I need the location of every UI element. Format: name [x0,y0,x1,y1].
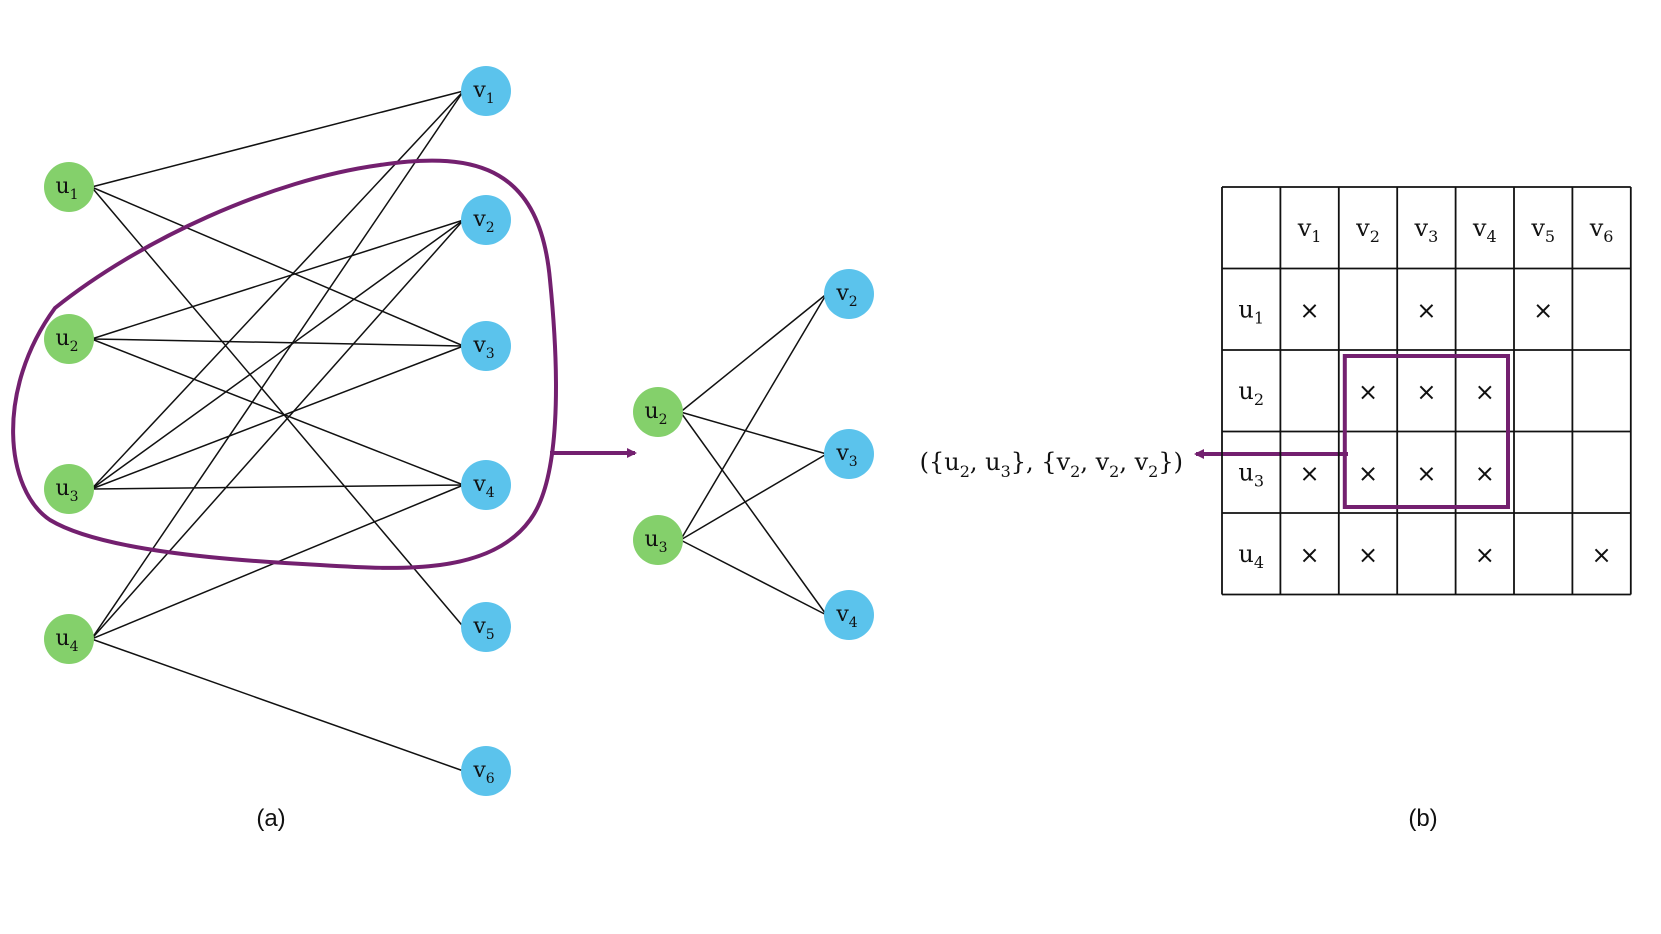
cell-mark: × [1416,296,1436,324]
sub-edge-u2-v4 [679,411,828,616]
biclique-subgraph: u2 u3 v2 v3 v4 [633,269,874,640]
col-header-v6: v6 [1589,214,1614,246]
row-header-u4: u4 [1238,540,1264,572]
cell-mark: × [1300,296,1320,324]
node-u2: u2 [44,314,94,364]
sub-node-label-u3: u3 [644,527,667,556]
matrix-headers: v1 v2 v3 v4 v5 v6 u1 u2 u3 u4 [1238,214,1613,572]
cell-mark: × [1300,459,1320,487]
caption-b: (b) [1408,805,1437,832]
sub-node-label-v4: v4 [835,602,857,631]
cell-mark: × [1358,378,1378,406]
cell-mark: × [1358,459,1378,487]
edge-u1-v1 [91,90,464,188]
sub-node-v3: v3 [824,429,874,479]
row-header-u2: u2 [1238,377,1264,409]
edge-u3-v1 [90,90,465,490]
cell-mark: × [1358,541,1378,569]
node-label-v5: v5 [472,614,494,643]
node-label-v4: v4 [472,472,494,501]
node-u3: u3 [44,464,94,514]
graph-edges [90,90,465,772]
edge-u3-v3 [91,345,464,490]
sub-node-label-v2: v2 [835,281,857,310]
sub-node-v4: v4 [824,590,874,640]
sub-edge-u3-v4 [680,539,827,616]
col-header-v2: v2 [1355,214,1380,246]
row-header-u3: u3 [1238,458,1264,490]
edge-u4-v1 [90,90,465,640]
sub-edge-u3-v2 [679,293,828,541]
node-v2: v2 [461,195,511,245]
edge-u2-v3 [91,338,464,347]
col-header-v1: v1 [1297,214,1322,246]
subgraph-edges [679,293,828,616]
caption-a: (a) [256,805,285,832]
edge-u2-v4 [91,338,464,486]
sub-node-label-v3: v3 [835,441,857,470]
edge-u3-v4 [91,484,464,490]
bipartite-graph: u1 u2 u3 u4 v1 v2 v3 v4 v5 v6 (a) [11,66,558,832]
cell-mark: × [1416,459,1436,487]
node-u1: u1 [44,162,94,212]
sub-edge-u2-v2 [680,293,827,413]
node-label-v2: v2 [472,207,494,236]
edge-u4-v6 [91,638,464,772]
biclique-highlight [1342,354,1511,509]
node-u4: u4 [44,614,94,664]
cell-mark: × [1475,459,1495,487]
node-v5: v5 [461,602,511,652]
edge-u3-v2 [91,219,464,490]
node-label-v1: v1 [472,78,494,107]
biclique-tuple: ({u2, u3}, {v2, v2, v2}) [920,448,1183,481]
cell-mark: × [1533,296,1553,324]
node-label-u4: u4 [55,626,78,655]
node-label-u2: u2 [55,326,78,355]
edge-u1-v5 [90,186,465,628]
col-header-v3: v3 [1414,214,1439,246]
cell-mark: × [1475,378,1495,406]
col-header-v5: v5 [1530,214,1555,246]
cell-mark: × [1300,541,1320,569]
row-header-u1: u1 [1238,295,1264,327]
node-label-u1: u1 [55,174,78,203]
edge-u2-v2 [91,219,464,340]
biclique-outline [11,158,558,570]
edge-u1-v3 [91,186,464,347]
col-header-v4: v4 [1472,214,1497,246]
node-label-v3: v3 [472,333,494,362]
sub-node-u2: u2 [633,387,683,437]
node-label-v6: v6 [472,758,494,787]
matrix-marks: × × × × × × × × × × × × × × [1300,296,1612,569]
sub-node-label-u2: u2 [644,399,667,428]
sub-edge-u2-v3 [680,411,827,455]
cell-mark: × [1416,378,1436,406]
sub-node-v2: v2 [824,269,874,319]
node-v1: v1 [461,66,511,116]
matrix-grid [1221,186,1632,596]
edge-u4-v2 [90,219,465,640]
cell-mark: × [1592,541,1612,569]
graph-nodes: u1 u2 u3 u4 v1 v2 v3 v4 v5 v6 [44,66,511,796]
node-v3: v3 [461,321,511,371]
node-label-u3: u3 [55,476,78,505]
adjacency-matrix: v1 v2 v3 v4 v5 v6 u1 u2 u3 u4 × × × × × × × × × × × × × × (b) [1221,186,1632,832]
node-v4: v4 [461,460,511,510]
sub-node-u3: u3 [633,515,683,565]
cell-mark: × [1475,541,1495,569]
node-v6: v6 [461,746,511,796]
sub-edge-u3-v3 [680,453,827,541]
subgraph-nodes: u2 u3 v2 v3 v4 [633,269,874,640]
